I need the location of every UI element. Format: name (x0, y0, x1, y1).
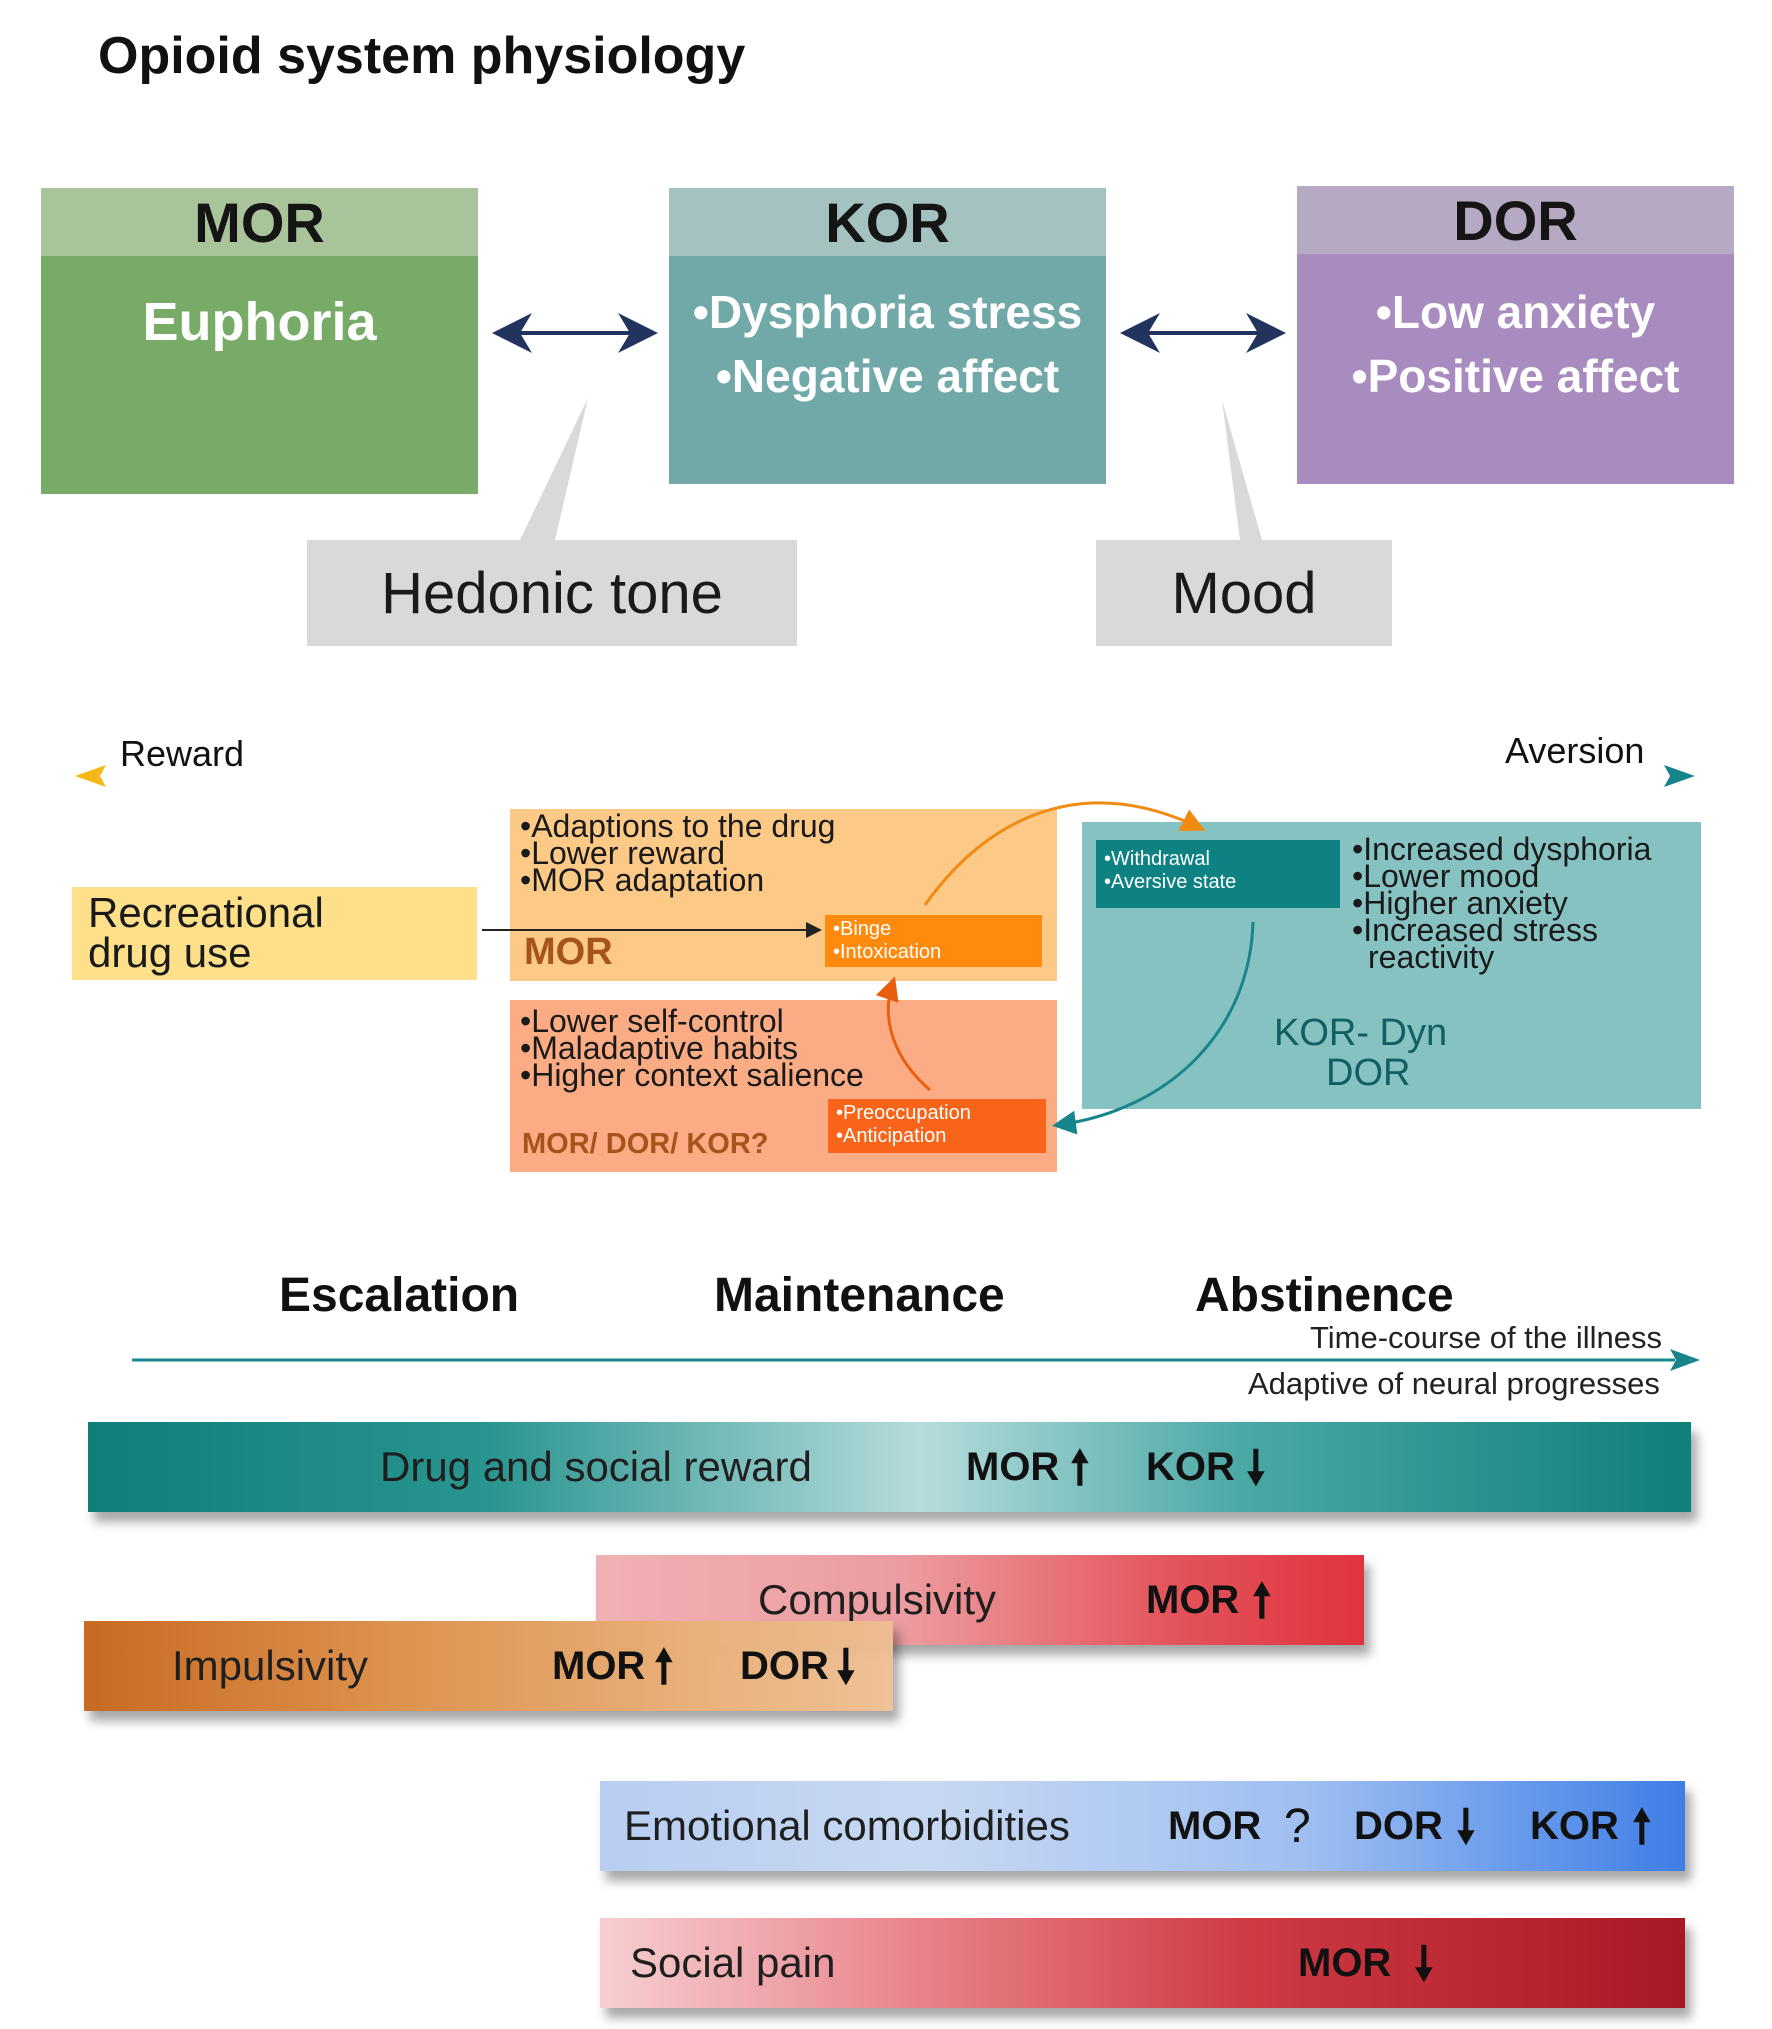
binge-item-2: •Lower reward (520, 835, 726, 871)
preocc-stage-2: •Anticipation (836, 1125, 947, 1147)
mor-effect: Euphoria (142, 292, 377, 352)
binge-item-1: •Adaptions to the drug (520, 808, 836, 844)
kor-header: KOR (669, 188, 1106, 256)
preocc-item-2: •Maladaptive habits (520, 1030, 799, 1066)
mor-panel: MOR Euphoria (41, 188, 478, 494)
drug-social-mor: MOR (966, 1444, 1060, 1489)
phase-maintenance: Maintenance (714, 1269, 1005, 1322)
band-emotional-comorbidities: Emotional comorbidities MOR ? DOR 🠗 KOR … (600, 1781, 1685, 1871)
preocc-stage-1: •Preoccupation (836, 1102, 971, 1124)
withdrawal-receptor-2: DOR (1326, 1052, 1411, 1094)
mood-pointer (1222, 400, 1262, 540)
emotional-kor: KOR (1530, 1803, 1619, 1848)
withdrawal-item-1: •Increased dysphoria (1352, 831, 1652, 867)
aversion-label: Aversion (1505, 730, 1645, 771)
social-pain-label: Social pain (630, 1939, 836, 1986)
arrow-up-icon: 🠕 (654, 1640, 674, 1692)
mor-body: Euphoria (41, 256, 478, 494)
emotional-dor: DOR (1354, 1803, 1443, 1848)
drug-social-label: Drug and social reward (380, 1443, 812, 1490)
preocc-receptor: MOR/ DOR/ KOR? (522, 1128, 769, 1160)
dor-effect-1: •Low anxiety (1375, 286, 1656, 338)
emotional-question: ? (1284, 1799, 1311, 1853)
withdrawal-to-preoccupation-arrow (1052, 921, 1255, 1135)
binge-stage: •Binge •Intoxication (825, 915, 1042, 967)
reward-label: Reward (120, 733, 245, 774)
withdrawal-box: •Withdrawal •Aversive state •Increased d… (1082, 822, 1701, 1109)
preoccupation-to-binge-arrow (875, 976, 931, 1092)
withdrawal-item-3: •Higher anxiety (1352, 885, 1568, 921)
withdrawal-item-4: •Increased stress (1352, 912, 1598, 948)
withdrawal-item-2: •Lower mood (1352, 858, 1540, 894)
dor-panel: DOR •Low anxiety •Positive affect (1297, 186, 1734, 484)
dor-body: •Low anxiety •Positive affect (1297, 254, 1734, 484)
impulsivity-mor: MOR (552, 1643, 646, 1688)
phase-escalation: Escalation (279, 1269, 520, 1322)
preocc-item-3: •Higher context salience (520, 1057, 864, 1093)
dor-header: DOR (1297, 186, 1734, 254)
preocc-stage: •Preoccupation •Anticipation (828, 1099, 1046, 1153)
aversion-arrowhead (1664, 765, 1695, 787)
kor-body: •Dysphoria stress •Negative affect (669, 256, 1106, 484)
adaptive-label: Adaptive of neural progresses (1248, 1366, 1660, 1401)
impulsivity-label: Impulsivity (172, 1642, 369, 1689)
arrow-down-icon: 🠗 (1414, 1937, 1434, 1989)
binge-stage-1: •Binge (833, 918, 892, 940)
binge-receptor: MOR (524, 931, 613, 973)
arrow-up-icon: 🠕 (1070, 1441, 1090, 1493)
recreational-line-2: drug use (88, 929, 252, 976)
band-impulsivity: Impulsivity MOR 🠕 DOR 🠗 (84, 1621, 893, 1711)
emotional-mor: MOR (1168, 1803, 1262, 1848)
kor-effect-2: •Negative affect (715, 350, 1060, 402)
mor-header: MOR (41, 188, 478, 256)
impulsivity-dor: DOR (740, 1643, 829, 1688)
withdrawal-stage: •Withdrawal •Aversive state (1096, 840, 1340, 908)
social-pain-mor: MOR (1298, 1940, 1392, 1985)
compulsivity-mor: MOR (1146, 1577, 1240, 1622)
binge-item-3: •MOR adaptation (520, 862, 765, 898)
recreational-line-1: Recreational (88, 889, 324, 936)
band-social-pain: Social pain MOR 🠗 (600, 1918, 1685, 2008)
withdrawal-stage-1: •Withdrawal (1104, 848, 1210, 870)
drug-social-kor: KOR (1146, 1444, 1235, 1489)
arrow-down-icon: 🠗 (1456, 1800, 1476, 1852)
hedonic-pointer (520, 398, 588, 540)
time-axis (132, 1349, 1700, 1371)
withdrawal-receptor-1: KOR- Dyn (1274, 1012, 1448, 1054)
binge-stage-2: •Intoxication (833, 941, 942, 963)
arrow-up-icon: 🠕 (1632, 1800, 1652, 1852)
hedonic-tone-callout: Hedonic tone (307, 540, 797, 646)
dor-effect-2: •Positive affect (1351, 350, 1680, 402)
emotional-label: Emotional comorbidities (624, 1802, 1070, 1849)
preoccupation-box: •Lower self-control •Maladaptive habits … (510, 1000, 1057, 1172)
mood-callout: Mood (1096, 540, 1392, 646)
cycle-arrows (482, 801, 1255, 1135)
time-course-label: Time-course of the illness (1310, 1320, 1663, 1355)
arrow-down-icon: 🠗 (1246, 1441, 1266, 1493)
arrow-down-icon: 🠗 (836, 1640, 856, 1692)
binge-box: •Adaptions to the drug •Lower reward •MO… (510, 809, 1057, 981)
withdrawal-item-5: reactivity (1368, 939, 1495, 975)
preocc-item-1: •Lower self-control (520, 1003, 784, 1039)
page-title: Opioid system physiology (98, 27, 746, 85)
recreational-box: Recreational drug use (72, 887, 477, 980)
reward-arrowhead (75, 765, 106, 787)
kor-effect-1: •Dysphoria stress (692, 286, 1083, 338)
time-axis-arrowhead (1670, 1349, 1700, 1371)
withdrawal-stage-2: •Aversive state (1104, 871, 1237, 893)
band-drug-social-reward: Drug and social reward MOR 🠕 KOR 🠗 (88, 1422, 1691, 1512)
binge-to-withdrawal-arrow (923, 801, 1206, 906)
kor-panel: KOR •Dysphoria stress •Negative affect (669, 188, 1106, 484)
arrow-up-icon: 🠕 (1252, 1574, 1272, 1626)
phase-abstinence: Abstinence (1195, 1269, 1454, 1322)
top-connectors (492, 313, 1286, 540)
reward-aversion-axis (75, 765, 1695, 787)
compulsivity-label: Compulsivity (758, 1576, 997, 1623)
